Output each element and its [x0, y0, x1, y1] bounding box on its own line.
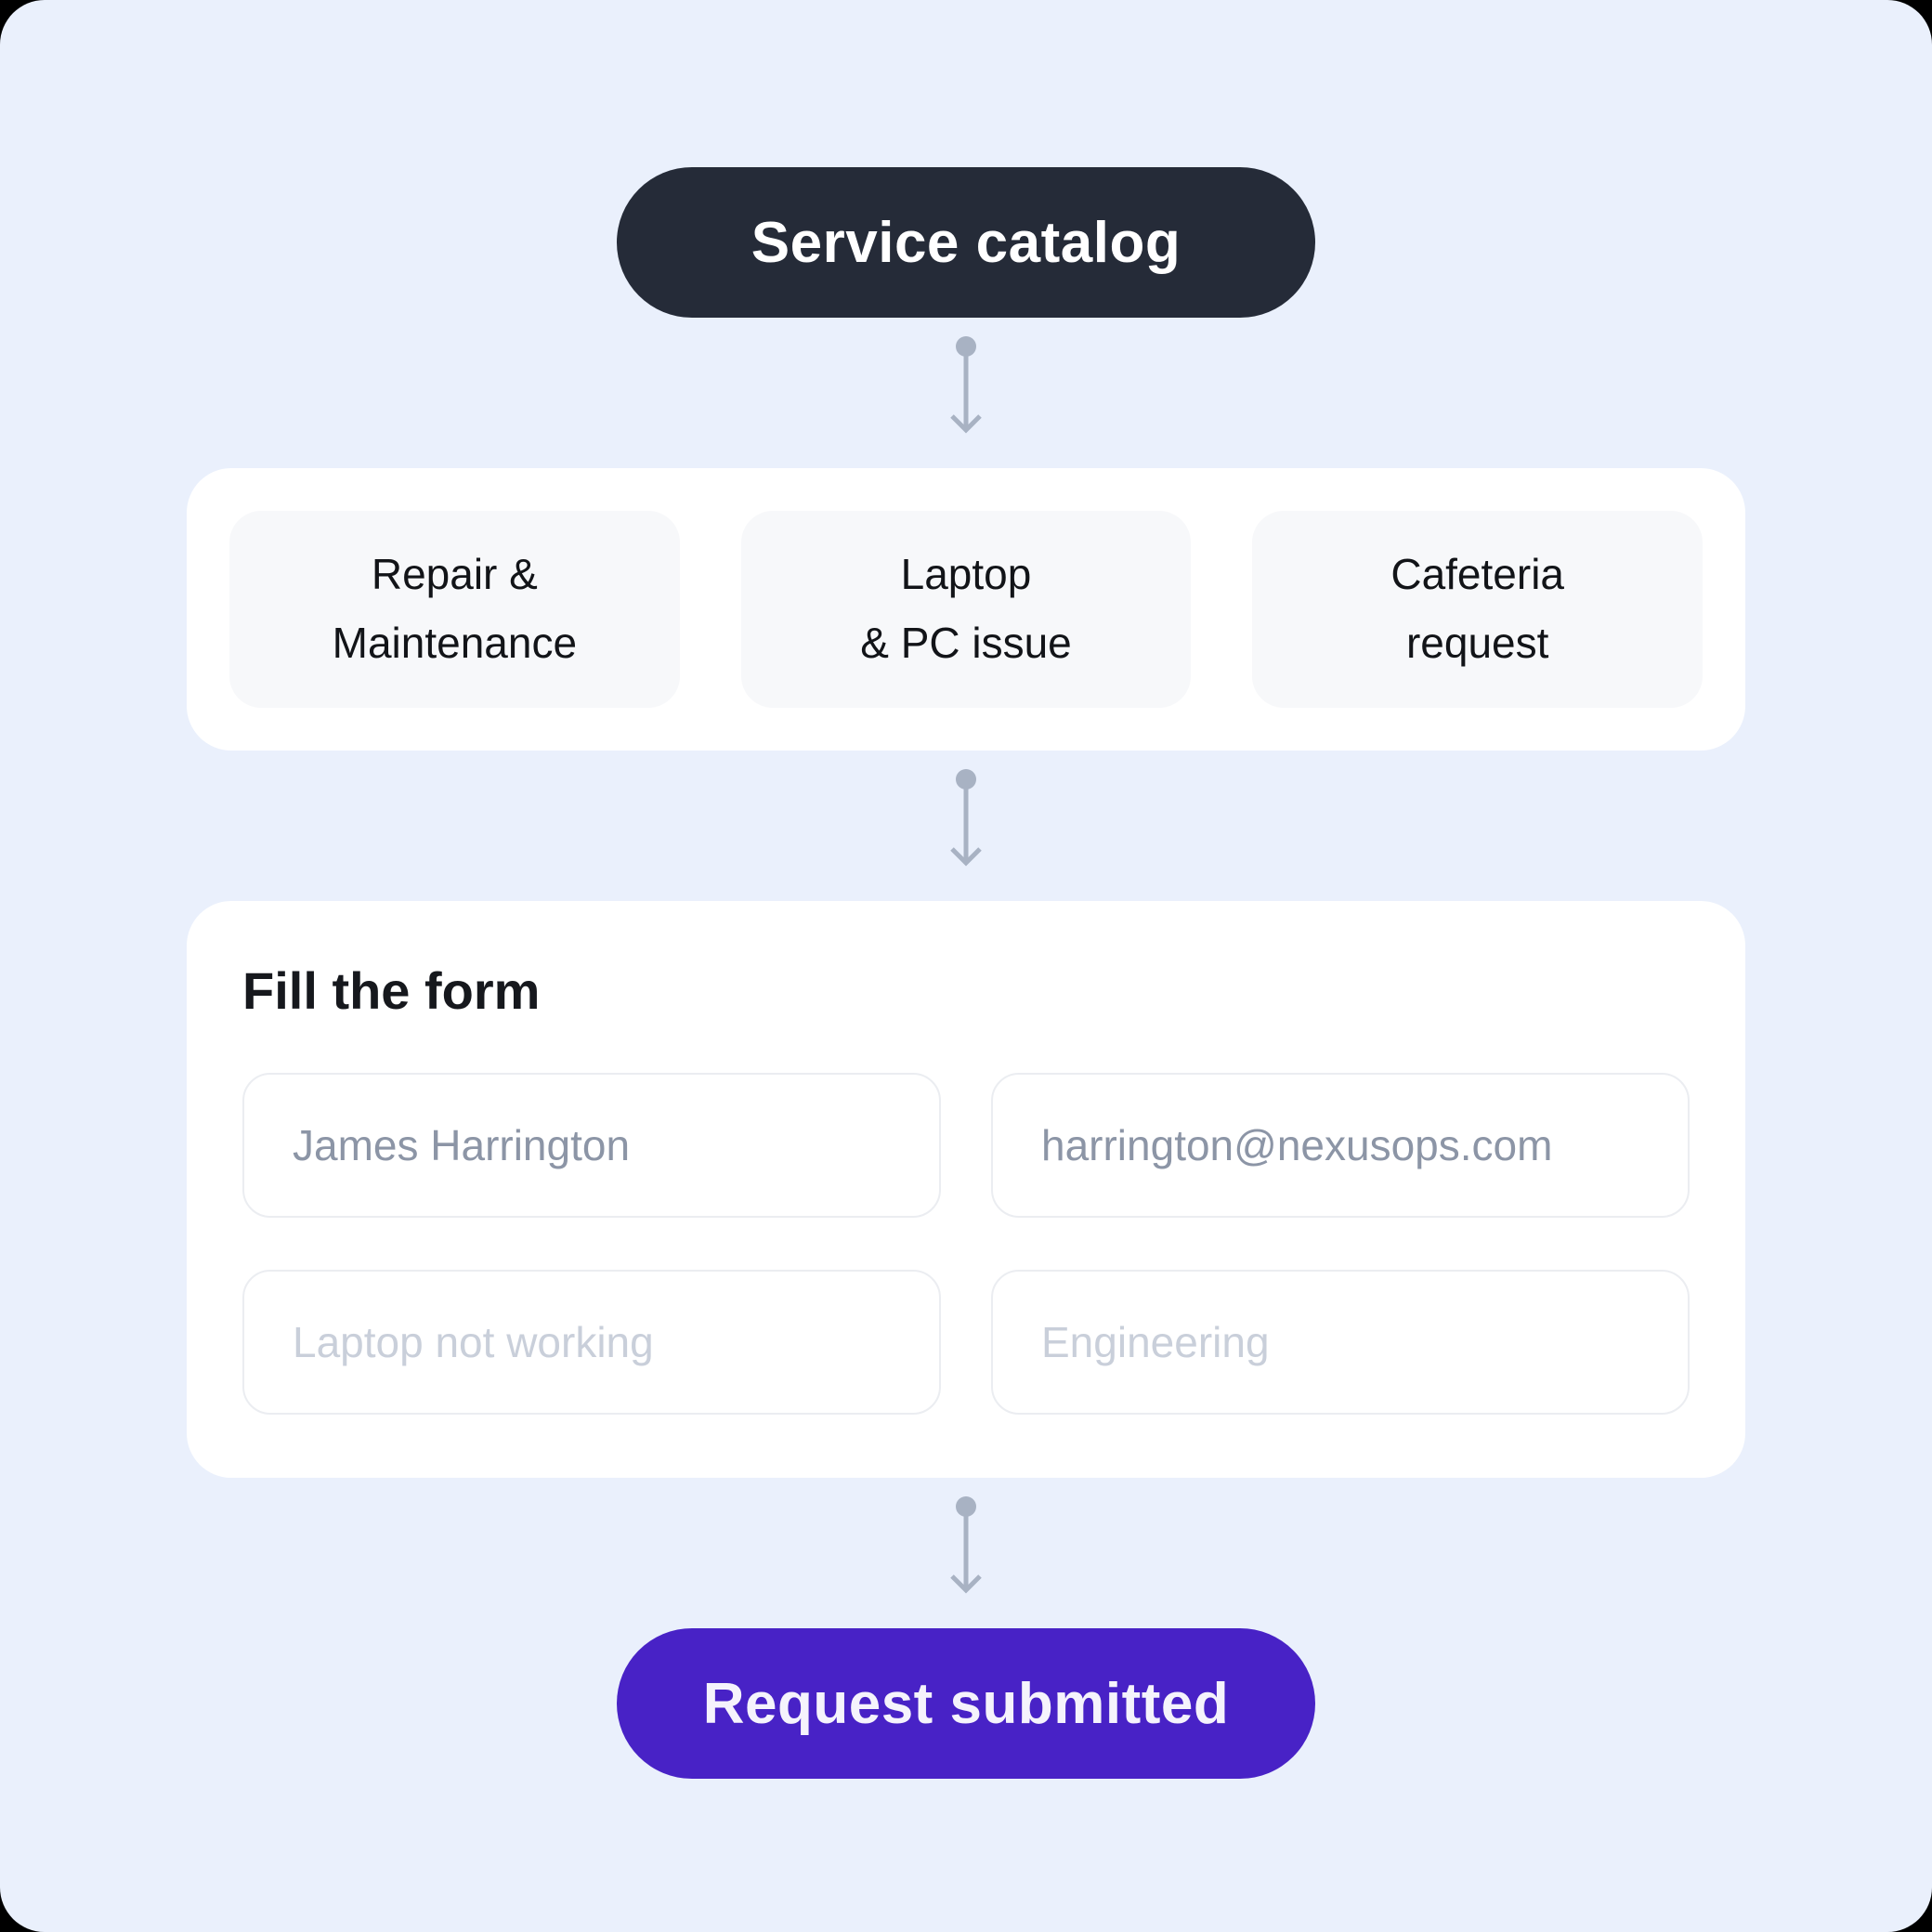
arrow-down-icon	[950, 1496, 982, 1594]
form-title: Fill the form	[242, 961, 541, 1020]
option-label: Laptop& PC issue	[860, 550, 1072, 667]
option-laptop-pc-issue[interactable]: Laptop& PC issue	[740, 511, 1192, 708]
requester-email-input[interactable]	[991, 1073, 1690, 1218]
requester-name-input[interactable]	[242, 1073, 941, 1218]
option-label: Repair &Maintenance	[332, 550, 578, 667]
issue-summary-input[interactable]	[242, 1270, 941, 1415]
option-repair-maintenance[interactable]: Repair &Maintenance	[229, 511, 680, 708]
arrow-down-icon	[950, 769, 982, 867]
service-catalog-node[interactable]: Service catalog	[617, 167, 1315, 318]
form-fields	[242, 1073, 1690, 1415]
request-submitted-node[interactable]: Request submitted	[617, 1628, 1315, 1779]
department-input[interactable]	[991, 1270, 1690, 1415]
request-form-card: Fill the form	[187, 901, 1745, 1478]
arrow-down-icon	[950, 336, 982, 434]
catalog-options-card: Repair &Maintenance Laptop& PC issue Caf…	[187, 468, 1745, 751]
